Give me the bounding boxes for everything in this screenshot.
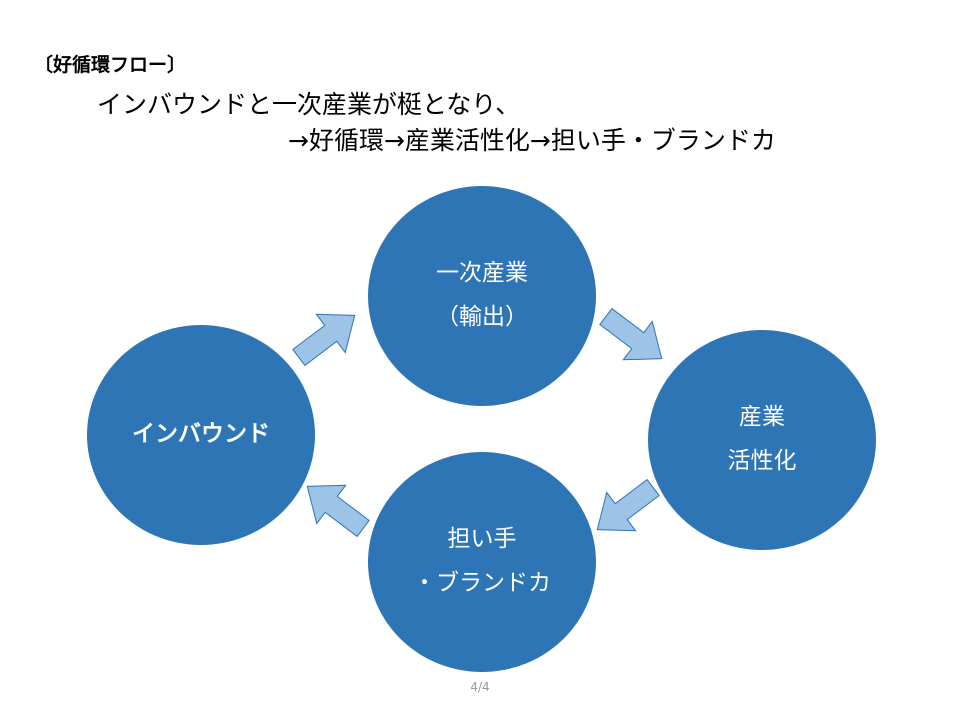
node-primary-industry-line1: 一次産業 (436, 260, 528, 287)
arrow-bearers-to-inbound (306, 484, 370, 538)
arrow-industry-to-bearers (596, 478, 660, 532)
page-number: 4/4 (470, 680, 490, 694)
node-industry-revitalization: 産業 活性化 (648, 330, 876, 550)
node-inbound-line1: インバウンド (132, 421, 270, 448)
subtitle-line-2: →好循環→産業活性化→担い手・ブランドカ (288, 126, 776, 155)
node-primary-industry-line2: （輸出） (436, 304, 528, 330)
node-bearers-brand: 担い手 ・ブランドカ (368, 452, 596, 672)
subtitle-line-1: インバウンドと一次産業が梃となり、 (97, 90, 521, 119)
node-industry-revitalization-line2: 活性化 (727, 448, 797, 474)
node-bearers-brand-line1: 担い手 (447, 526, 517, 553)
node-industry-revitalization-line1: 産業 (739, 404, 785, 431)
arrow-primary-to-industry (599, 307, 663, 361)
diagram-heading: 〔好循環フロー〕 (34, 54, 187, 76)
node-primary-industry: 一次産業 （輸出） (368, 186, 596, 406)
node-bearers-brand-line2: ・ブランドカ (413, 570, 551, 596)
node-inbound: インバウンド (87, 325, 315, 545)
arrow-inbound-to-primary (292, 313, 356, 367)
